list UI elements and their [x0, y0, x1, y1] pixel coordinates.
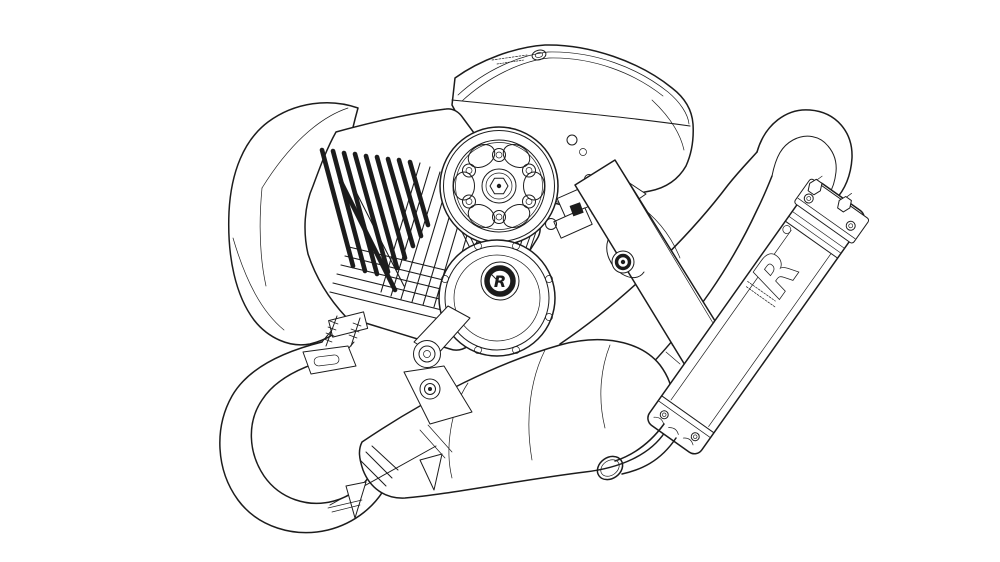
- exhaust-springs: [323, 315, 362, 347]
- clamp-nut: [807, 175, 823, 196]
- silencer-bottom-cap: [653, 395, 715, 446]
- pulley-bolts: [462, 148, 536, 224]
- exhaust-flange: [328, 311, 369, 338]
- chamber-tab: [419, 453, 443, 491]
- pulley-hub: [481, 168, 517, 204]
- crankcase-bolts: [441, 242, 553, 354]
- crankcase-badge-letter: R: [494, 272, 506, 291]
- belt-pulley: [439, 126, 559, 246]
- crankcase: R: [438, 239, 556, 357]
- crankcase-badge: R: [480, 261, 520, 301]
- header-bracket: [302, 345, 357, 375]
- exhaust-outlet: [596, 423, 677, 481]
- clamp-nut: [837, 192, 852, 213]
- exhaust-header: [219, 311, 387, 534]
- pulley-windows: [453, 144, 545, 228]
- silencer-top-cap: [794, 175, 870, 244]
- carb-choke-knob: [569, 202, 584, 217]
- airbox-label: [491, 49, 547, 65]
